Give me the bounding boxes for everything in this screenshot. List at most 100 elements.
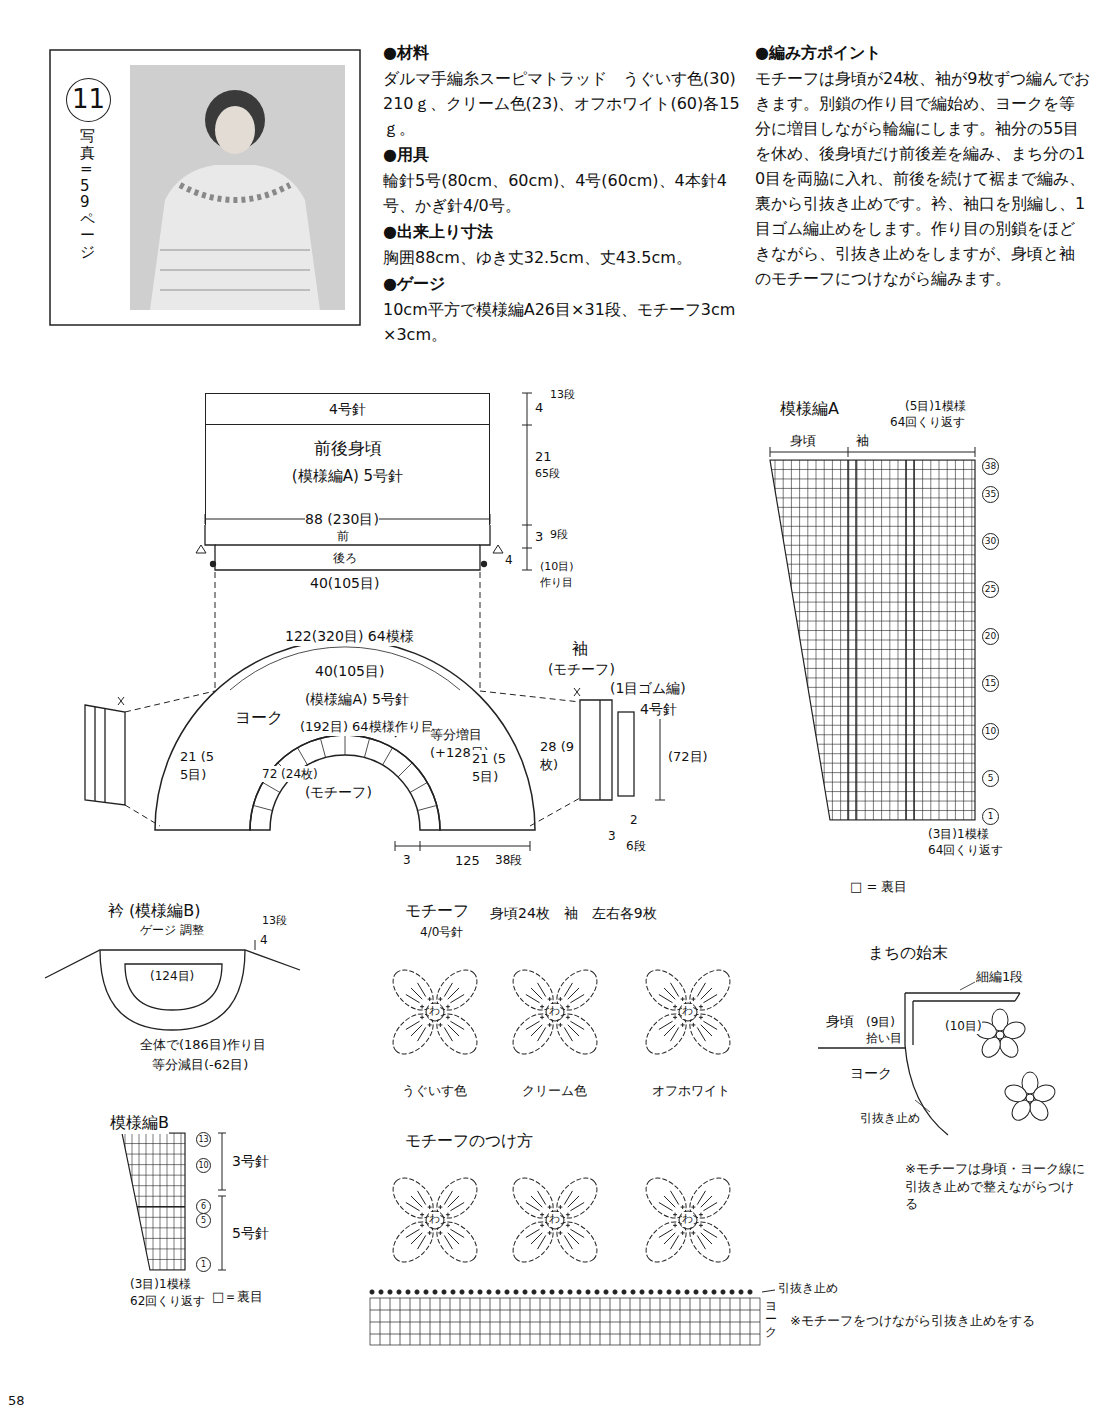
row-number: 30 bbox=[982, 533, 999, 550]
label-text: 3 bbox=[608, 828, 616, 844]
label-text: わ bbox=[549, 1004, 560, 1019]
label-text: わ bbox=[549, 1212, 560, 1227]
label-text: まちの始末 bbox=[868, 942, 948, 964]
label-text: 28 (9枚) bbox=[540, 738, 576, 773]
label-text: 輪針5号(80cm、60cm)、4号(60cm)、4本針4号、かぎ針4/0号。 bbox=[383, 168, 741, 218]
label-text: 模様編B bbox=[110, 1112, 169, 1134]
label-text: 3 bbox=[403, 852, 411, 868]
label-text: ●材料 bbox=[383, 40, 429, 65]
label-text: 13段 bbox=[262, 914, 287, 929]
label-text: わ bbox=[429, 1212, 440, 1227]
label-text: 写真=59ページ bbox=[80, 128, 95, 260]
label-text: 4 bbox=[505, 552, 513, 568]
label-text: モチーフは身頃が24枚、袖が9枚ずつ編んでおきます。別鎖の作り目で編始め、ヨーク… bbox=[755, 66, 1090, 291]
label-text: ゲージ 調整 bbox=[140, 922, 204, 938]
label-text: (9目) 拾い目 bbox=[866, 1014, 902, 1046]
label-text: 引抜き止め bbox=[778, 1280, 838, 1296]
label-text: 10cm平方で模様編A26目×31段、モチーフ3cm×3cm。 bbox=[383, 297, 741, 347]
label-text: 引抜き止め bbox=[860, 1110, 920, 1126]
label-text: 模様編A bbox=[780, 398, 839, 420]
row-number: 6 bbox=[196, 1199, 211, 1214]
label-text: ●ゲージ bbox=[383, 271, 445, 296]
label-text: うぐいす色 bbox=[402, 1082, 467, 1100]
label-text: わ bbox=[429, 1004, 440, 1019]
label-text: ●編み方ポイント bbox=[755, 40, 881, 65]
label-text: (5目)1模様 bbox=[905, 398, 966, 414]
row-number: 20 bbox=[982, 628, 999, 645]
row-number: 10 bbox=[982, 723, 999, 740]
row-number: 1 bbox=[196, 1257, 211, 1272]
label-text: 13段 bbox=[550, 388, 575, 403]
label-text: 40(105目) bbox=[310, 574, 379, 593]
label-text: 21 bbox=[535, 448, 552, 466]
label-text: □ = 裏目 bbox=[850, 878, 907, 896]
label-text: 6段 bbox=[626, 838, 646, 854]
label-text: ダルマ手編糸スーピマトラッド うぐいす色(30)210ｇ、クリーム色(23)、オ… bbox=[383, 66, 741, 141]
label-text: 65段 bbox=[535, 467, 560, 482]
label-text: 58 bbox=[8, 1392, 25, 1410]
row-number: 10 bbox=[196, 1158, 211, 1173]
label-text: 細編1段 bbox=[976, 968, 1023, 986]
label-text: 21 (55目) bbox=[180, 748, 222, 783]
label-text: 125 bbox=[455, 852, 480, 870]
node-text: ヨーク bbox=[235, 708, 283, 729]
label-text: 等分減目(-62目) bbox=[152, 1056, 248, 1074]
label-text: 胸囲88cm、ゆき丈32.5cm、丈43.5cm。 bbox=[383, 245, 741, 270]
label-text: 身頃 bbox=[790, 432, 816, 450]
label-text: ヨーク bbox=[765, 1300, 777, 1340]
motif-band: (モチーフ) bbox=[250, 735, 440, 830]
row-number: 25 bbox=[982, 581, 999, 598]
label-text: (10目) bbox=[945, 1018, 982, 1034]
label-text: (3目)1模様 bbox=[928, 826, 989, 842]
label-text: 身頃24枚 袖 左右各9枚 bbox=[490, 904, 657, 923]
label-text: (192目) 64模様作り目 bbox=[300, 718, 434, 736]
label-text: 4/0号針 bbox=[420, 924, 463, 940]
label-text: 88 (230目) bbox=[305, 510, 379, 529]
label-text: ※モチーフは身頃・ヨーク線に引抜き止めで整えながらつける bbox=[905, 1160, 1085, 1213]
label-text: 9段 bbox=[550, 528, 568, 543]
rib-band: 4号針 bbox=[205, 393, 490, 425]
row-number: 1 bbox=[982, 808, 999, 825]
node-text: 前後身頃 bbox=[314, 437, 382, 459]
label-text: (モチーフ) bbox=[548, 660, 615, 679]
label-text: 全体で(186目)作り目 bbox=[140, 1036, 266, 1054]
label-text: 122(320目) 64模様 bbox=[285, 627, 414, 646]
row-number: 5 bbox=[982, 770, 999, 787]
label-text: モチーフのつけ方 bbox=[405, 1130, 533, 1152]
label-text: ●出来上り寸法 bbox=[383, 219, 493, 244]
label-text: (1目ゴム編) bbox=[610, 679, 686, 698]
label-text: クリーム色 bbox=[522, 1082, 587, 1100]
label-text: 62回くり返す bbox=[130, 1293, 205, 1309]
node-text: 4号針 bbox=[329, 400, 366, 418]
row-number: 5 bbox=[196, 1213, 211, 1228]
label-text: 2 bbox=[630, 812, 638, 828]
label-text: 72 (24枚) bbox=[262, 766, 318, 782]
label-text: 40(105目) bbox=[315, 662, 384, 681]
row-number: 15 bbox=[982, 675, 999, 692]
node-text: (模様編A) 5号針 bbox=[305, 690, 409, 708]
label-text: (10目) bbox=[540, 560, 574, 575]
label-text: (72目) bbox=[668, 748, 708, 766]
label-text: 21 (55目) bbox=[472, 750, 514, 785]
label-text: わ bbox=[682, 1212, 693, 1227]
label-text: 前 bbox=[337, 528, 349, 544]
label-text: (124目) bbox=[150, 968, 194, 984]
label-text: 衿 (模様編B) bbox=[108, 900, 201, 922]
row-number: 38 bbox=[982, 458, 999, 475]
label-text: ※モチーフをつけながら引抜き止めをする bbox=[790, 1312, 1035, 1330]
node-text: (モチーフ) bbox=[305, 783, 372, 801]
label-text: 袖 bbox=[572, 638, 588, 660]
label-text: 作り目 bbox=[540, 576, 573, 591]
label-text: 4号針 bbox=[640, 700, 677, 719]
label-text: ●用具 bbox=[383, 142, 429, 167]
row-number: 35 bbox=[982, 486, 999, 503]
label-text: □＝裏目 bbox=[212, 1288, 263, 1306]
label-text: ヨーク bbox=[850, 1064, 892, 1083]
label-text: 後ろ bbox=[333, 550, 357, 566]
label-text: 袖 bbox=[856, 432, 869, 450]
label-text: 3号針 bbox=[232, 1152, 269, 1171]
label-text: (3目)1模様 bbox=[130, 1276, 191, 1292]
label-text: 身頃 bbox=[826, 1012, 854, 1031]
label-text: 4 bbox=[535, 399, 543, 417]
